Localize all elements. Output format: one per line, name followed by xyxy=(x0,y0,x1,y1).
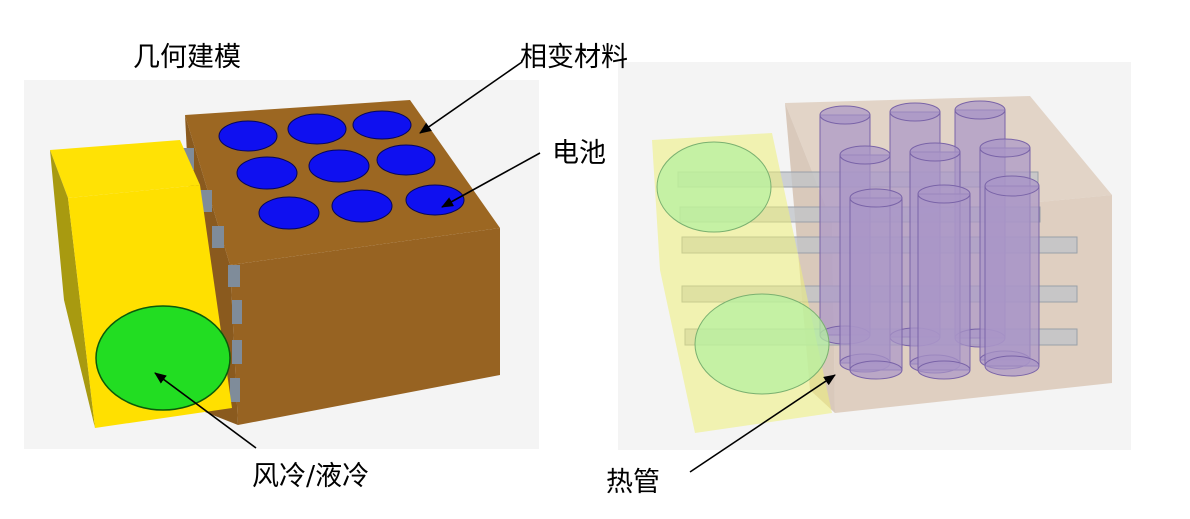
battery-cell xyxy=(405,184,465,216)
cooling-label: 风冷/液冷 xyxy=(252,461,370,492)
cooling-arrow xyxy=(154,372,257,449)
cooling-box-top xyxy=(50,140,200,198)
battery-cell xyxy=(308,149,370,183)
battery-cells xyxy=(218,110,465,230)
battery-cell xyxy=(376,144,436,176)
right-model-panel xyxy=(618,62,1131,450)
cooling-box-side xyxy=(50,150,95,428)
battery-cylinders xyxy=(819,100,1040,380)
pointer-arrows xyxy=(154,61,836,473)
battery-cell xyxy=(258,196,320,230)
left-model-panel xyxy=(24,80,539,449)
cooling-channel-disc xyxy=(95,305,231,411)
pcm-block-front xyxy=(230,228,500,425)
battery-cell xyxy=(236,156,298,190)
cooling-box xyxy=(50,140,232,428)
battery-cell xyxy=(287,113,347,145)
heat-pipe-stubs xyxy=(182,148,242,402)
pcm-label: 相变材料 xyxy=(520,42,628,73)
diagram-title: 几何建模 xyxy=(133,42,241,73)
cooling-channel-disc-transparent xyxy=(656,141,772,233)
battery-arrow xyxy=(441,152,541,208)
battery-label: 电池 xyxy=(552,138,606,169)
cooling-channel-disc-transparent xyxy=(694,293,830,395)
heatpipe-label: 热管 xyxy=(606,467,660,498)
battery-cell xyxy=(218,120,278,152)
battery-cell xyxy=(352,110,412,140)
battery-cell xyxy=(331,189,393,223)
pcm-arrow xyxy=(419,61,523,134)
heatpipe-arrow xyxy=(689,374,836,473)
